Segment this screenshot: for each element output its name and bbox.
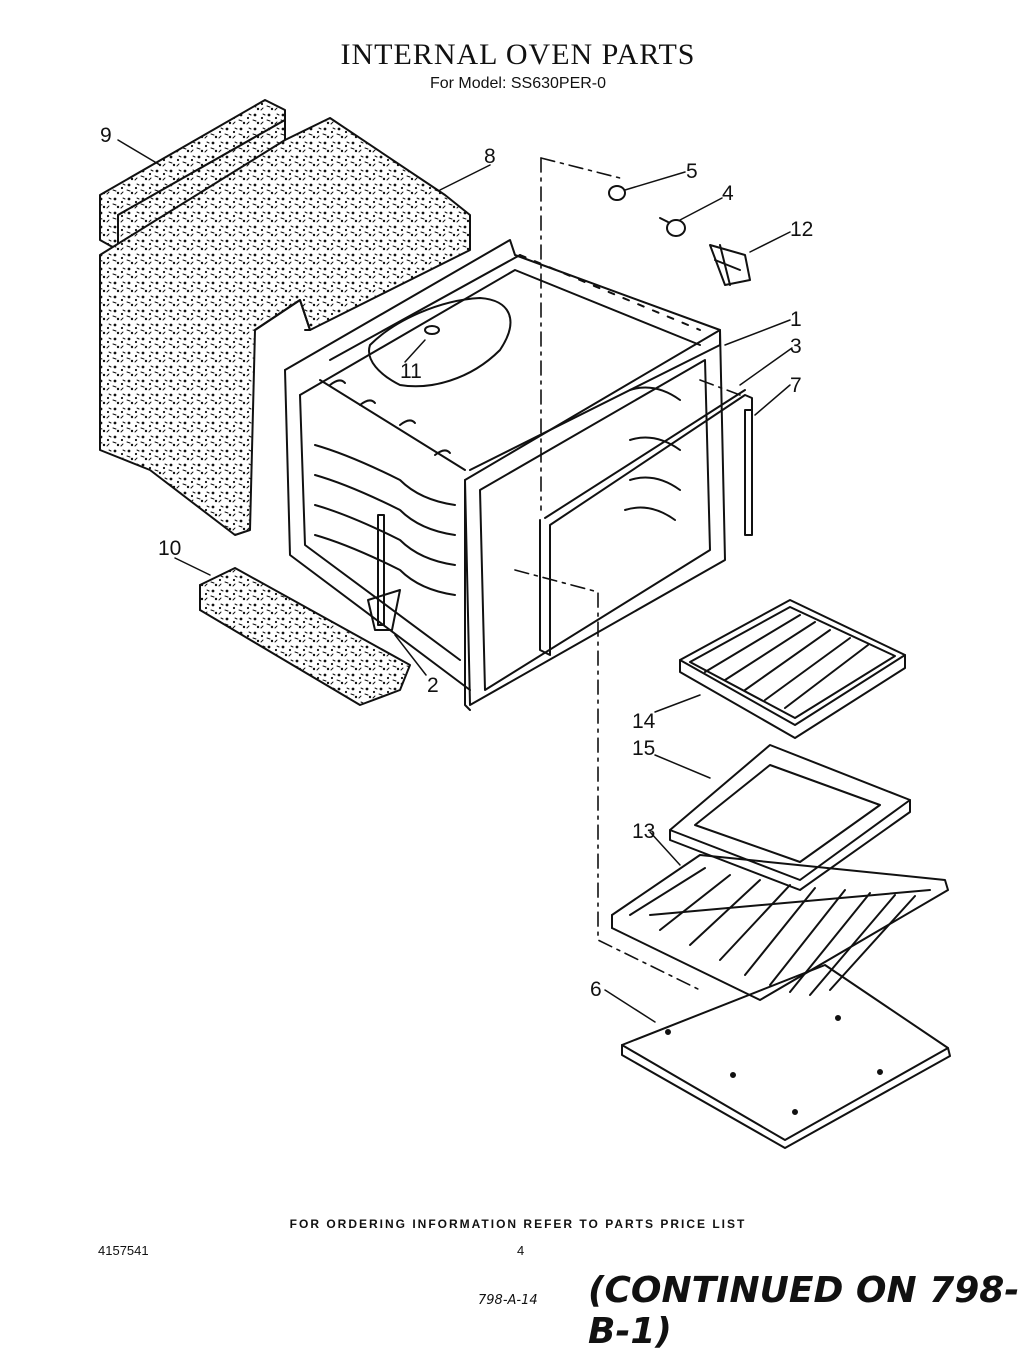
callout-5: 5 xyxy=(686,160,698,183)
model-subtitle: For Model: SS630PER-0 xyxy=(429,75,607,92)
part-7-strip xyxy=(744,409,753,536)
handwritten-reference: 798-A-14 xyxy=(478,1293,538,1308)
exploded-parts-diagram: 9 8 5 4 12 1 3 7 11 10 2 14 15 13 6 xyxy=(99,99,951,1149)
callout-12: 12 xyxy=(790,218,813,241)
callout-11: 11 xyxy=(400,360,422,383)
callout-4: 4 xyxy=(722,182,734,205)
callout-15: 15 xyxy=(632,737,655,760)
part-13-oven-rack xyxy=(611,854,949,1001)
part-11-top-vent xyxy=(368,297,512,388)
part-9-rear-insulation xyxy=(99,99,286,251)
callout-6: 6 xyxy=(590,978,602,1001)
callout-3: 3 xyxy=(790,335,802,358)
page-number: 4 xyxy=(517,1243,525,1258)
callout-8: 8 xyxy=(484,145,496,168)
ordering-info-note: FOR ORDERING INFORMATION REFER TO PARTS … xyxy=(289,1217,747,1231)
part-14-broiler-grid xyxy=(679,599,906,739)
callout-14: 14 xyxy=(632,710,656,733)
callout-labels: 9 8 5 4 12 1 3 7 11 10 2 14 15 13 6 xyxy=(100,124,813,1001)
part-8-wrap-insulation xyxy=(99,117,471,536)
leader-lines xyxy=(117,139,793,1023)
part-10-bottom-insulation xyxy=(199,567,411,706)
callout-2: 2 xyxy=(427,674,439,697)
part-3-gasket xyxy=(539,389,753,656)
document-number: 4157541 xyxy=(98,1243,149,1258)
part-12-bracket xyxy=(709,244,751,286)
callout-1: 1 xyxy=(790,308,802,331)
part-5-socket xyxy=(608,185,626,201)
oven-liner-cavity xyxy=(284,239,726,711)
callout-10: 10 xyxy=(158,537,181,560)
part-4-bulb xyxy=(659,217,686,237)
callout-7: 7 xyxy=(790,374,802,397)
part-15-broiler-pan xyxy=(669,744,911,891)
alignment-lines xyxy=(514,157,741,991)
part-2-sensor xyxy=(367,514,401,631)
callout-9: 9 xyxy=(100,124,112,147)
part-6-oven-bottom xyxy=(621,964,951,1149)
callout-13: 13 xyxy=(632,820,655,843)
parts-diagram-page: INTERNAL OVEN PARTS For Model: SS630PER-… xyxy=(98,38,1020,1352)
continued-note: (CONTINUED ON 798-B-1) xyxy=(588,1270,1020,1352)
page-title: INTERNAL OVEN PARTS xyxy=(340,38,696,71)
